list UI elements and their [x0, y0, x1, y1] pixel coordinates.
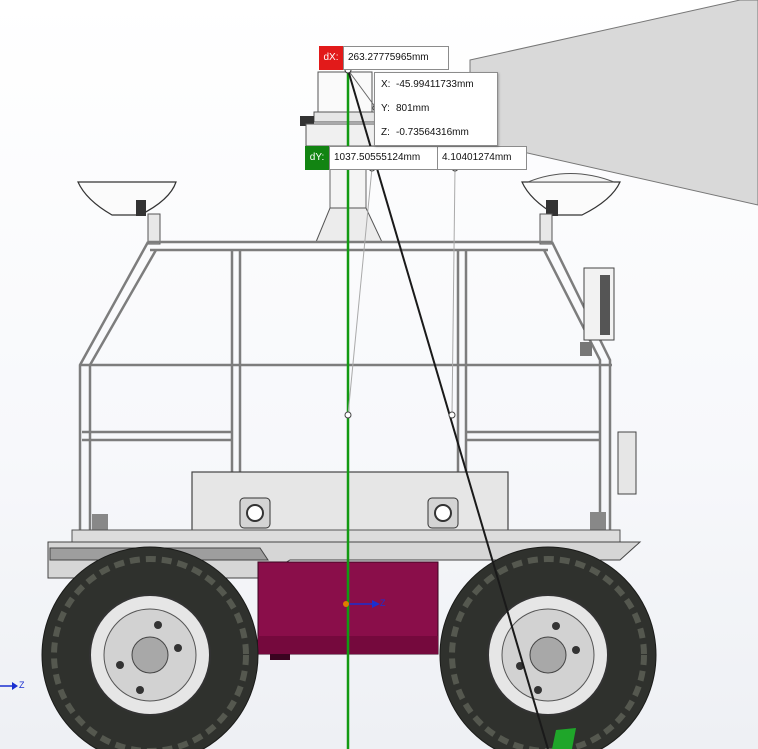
- sensor-plane: [469, 0, 758, 206]
- local-triad-label: Z: [380, 598, 386, 608]
- dz-value[interactable]: 4.10401274mm: [437, 146, 527, 170]
- leader-point-dy: [344, 411, 352, 419]
- x-value: -45.99411733mm: [396, 79, 474, 90]
- roll-cage: [78, 240, 612, 530]
- dx-value[interactable]: 263.27775965mm: [343, 46, 449, 70]
- measure-line: [347, 69, 549, 749]
- dy-tag: dY:: [305, 146, 329, 170]
- leader-point-dz: [448, 411, 456, 419]
- global-triad: [0, 682, 18, 690]
- leader-dy: [347, 167, 373, 416]
- gps-antenna-left: [77, 181, 177, 245]
- electronics-box: [191, 471, 509, 533]
- z-label: Z:: [381, 127, 390, 138]
- z-value: -0.73564316mm: [396, 127, 469, 138]
- leader-y: [347, 69, 377, 109]
- leader-dz: [451, 167, 456, 416]
- y-label: Y:: [381, 103, 390, 114]
- wheel-front: [41, 546, 259, 749]
- x-label: X:: [381, 79, 391, 90]
- dx-tag: dX:: [319, 46, 343, 70]
- global-triad-label: Z: [19, 680, 25, 690]
- dy-value[interactable]: 1037.50555124mm: [329, 146, 439, 170]
- local-triad: [343, 600, 380, 608]
- gps-antenna-right: [521, 173, 621, 245]
- wheel-rear: [439, 546, 657, 749]
- y-value: 801mm: [396, 103, 430, 114]
- xyz-coordinates-box[interactable]: X: -45.99411733mm Y: 801mm Z: -0.7356431…: [374, 72, 498, 146]
- side-devices: [92, 267, 637, 532]
